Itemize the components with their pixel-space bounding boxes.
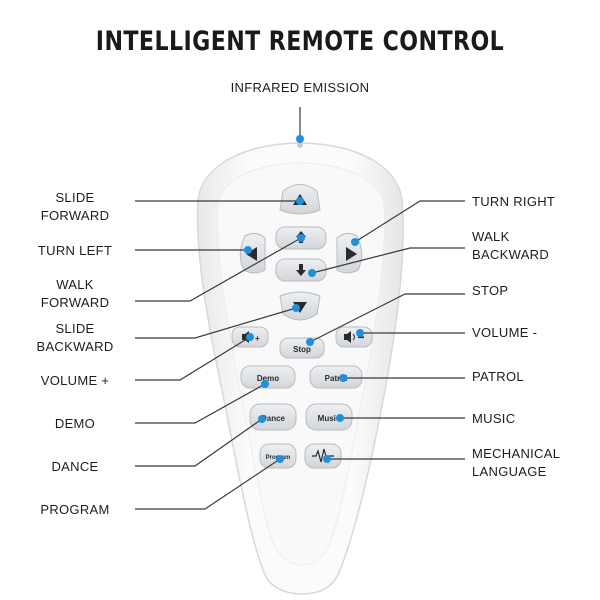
indicator-dot xyxy=(296,135,304,143)
indicator-dot xyxy=(339,374,347,382)
demo-button[interactable]: Demo xyxy=(240,365,296,389)
volume-minus-button[interactable] xyxy=(335,326,373,348)
label-slide-backward: SLIDE BACKWARD xyxy=(20,320,130,356)
indicator-dot xyxy=(351,238,359,246)
demo-callout-line xyxy=(135,383,266,424)
label-demo: DEMO xyxy=(54,416,96,431)
turn-right-button[interactable] xyxy=(336,232,363,274)
slide-backward-button[interactable] xyxy=(279,291,321,321)
turn-right-callout-line xyxy=(354,200,465,243)
label-slide-backward-line1: SLIDE xyxy=(55,321,95,336)
indicator-dots xyxy=(244,135,364,463)
label-volume-plus: VOLUME + xyxy=(40,373,110,388)
speaker-icon xyxy=(242,331,249,343)
stop-button[interactable]: Stop xyxy=(279,337,325,359)
label-walk-forward-line2: FORWARD xyxy=(40,295,110,310)
label-patrol: PATROL xyxy=(472,369,524,384)
volume-plus-callout-line xyxy=(135,336,251,381)
walk-forward-callout-line xyxy=(135,237,302,302)
label-turn-right: TURN RIGHT xyxy=(472,194,556,209)
indicator-dot xyxy=(336,414,344,422)
speaker-icon xyxy=(344,331,351,343)
slide-backward-callout-line xyxy=(135,307,297,339)
backward-arrow-icon xyxy=(296,264,306,276)
indicator-dot xyxy=(261,380,269,388)
indicator-dot xyxy=(356,329,364,337)
label-dance: DANCE xyxy=(51,459,99,474)
program-callout-line xyxy=(135,458,281,510)
stop-callout-line xyxy=(309,293,465,343)
indicator-dot xyxy=(292,304,300,312)
indicator-dot xyxy=(244,246,252,254)
walk-backward-callout-line xyxy=(311,247,465,274)
label-mechanical-language: MECHANICAL LANGUAGE xyxy=(472,445,560,481)
indicator-dot xyxy=(296,197,304,205)
mechanical-language-button[interactable] xyxy=(304,443,342,469)
label-slide-forward-line2: FORWARD xyxy=(40,208,110,223)
walk-backward-button[interactable] xyxy=(275,258,327,282)
label-walk-backward: WALK BACKWARD xyxy=(472,228,549,264)
label-walk-forward: WALK FORWARD xyxy=(20,276,130,312)
patrol-button-label: Patrol xyxy=(325,374,348,383)
indicator-dot xyxy=(246,333,254,341)
label-music: MUSIC xyxy=(472,411,516,426)
label-slide-backward-line2: BACKWARD xyxy=(36,339,114,354)
label-stop: STOP xyxy=(472,283,509,298)
label-mechanical-language-line2: LANGUAGE xyxy=(472,464,547,479)
left-arrow-icon xyxy=(246,247,257,261)
volume-plus-mark: + xyxy=(255,334,260,343)
label-slide-forward: SLIDE FORWARD xyxy=(20,189,130,225)
indicator-dot xyxy=(306,338,314,346)
patrol-button[interactable]: Patrol xyxy=(309,365,363,389)
label-program: PROGRAM xyxy=(40,502,110,517)
label-volume-minus: VOLUME - xyxy=(472,325,538,340)
label-walk-backward-line1: WALK xyxy=(472,229,510,244)
dance-button[interactable]: Dance xyxy=(249,403,297,431)
label-infrared-emission: INFRARED EMISSION xyxy=(230,80,370,95)
infrared-emitter-dot xyxy=(297,142,303,148)
indicator-dot xyxy=(308,269,316,277)
music-button-label: Music xyxy=(318,414,341,423)
diagram-title: INTELLIGENT REMOTE CONTROL xyxy=(95,26,505,57)
dance-button-label: Dance xyxy=(261,414,286,423)
right-arrow-icon xyxy=(346,247,357,261)
indicator-dot xyxy=(297,234,305,242)
label-walk-forward-line1: WALK xyxy=(56,277,94,292)
stop-button-label: Stop xyxy=(293,345,311,354)
indicator-dot xyxy=(276,455,284,463)
label-walk-backward-line2: BACKWARD xyxy=(472,247,550,262)
label-mechanical-language-line1: MECHANICAL xyxy=(472,446,561,461)
dance-callout-line xyxy=(135,418,263,467)
callout-lines xyxy=(135,107,465,510)
demo-button-label: Demo xyxy=(257,374,279,383)
label-slide-forward-line1: SLIDE xyxy=(55,190,95,205)
indicator-dot xyxy=(258,415,266,423)
music-button[interactable]: Music xyxy=(305,403,353,431)
label-turn-left: TURN LEFT xyxy=(37,243,113,258)
turn-left-button[interactable] xyxy=(239,232,266,274)
indicator-dot xyxy=(323,455,331,463)
